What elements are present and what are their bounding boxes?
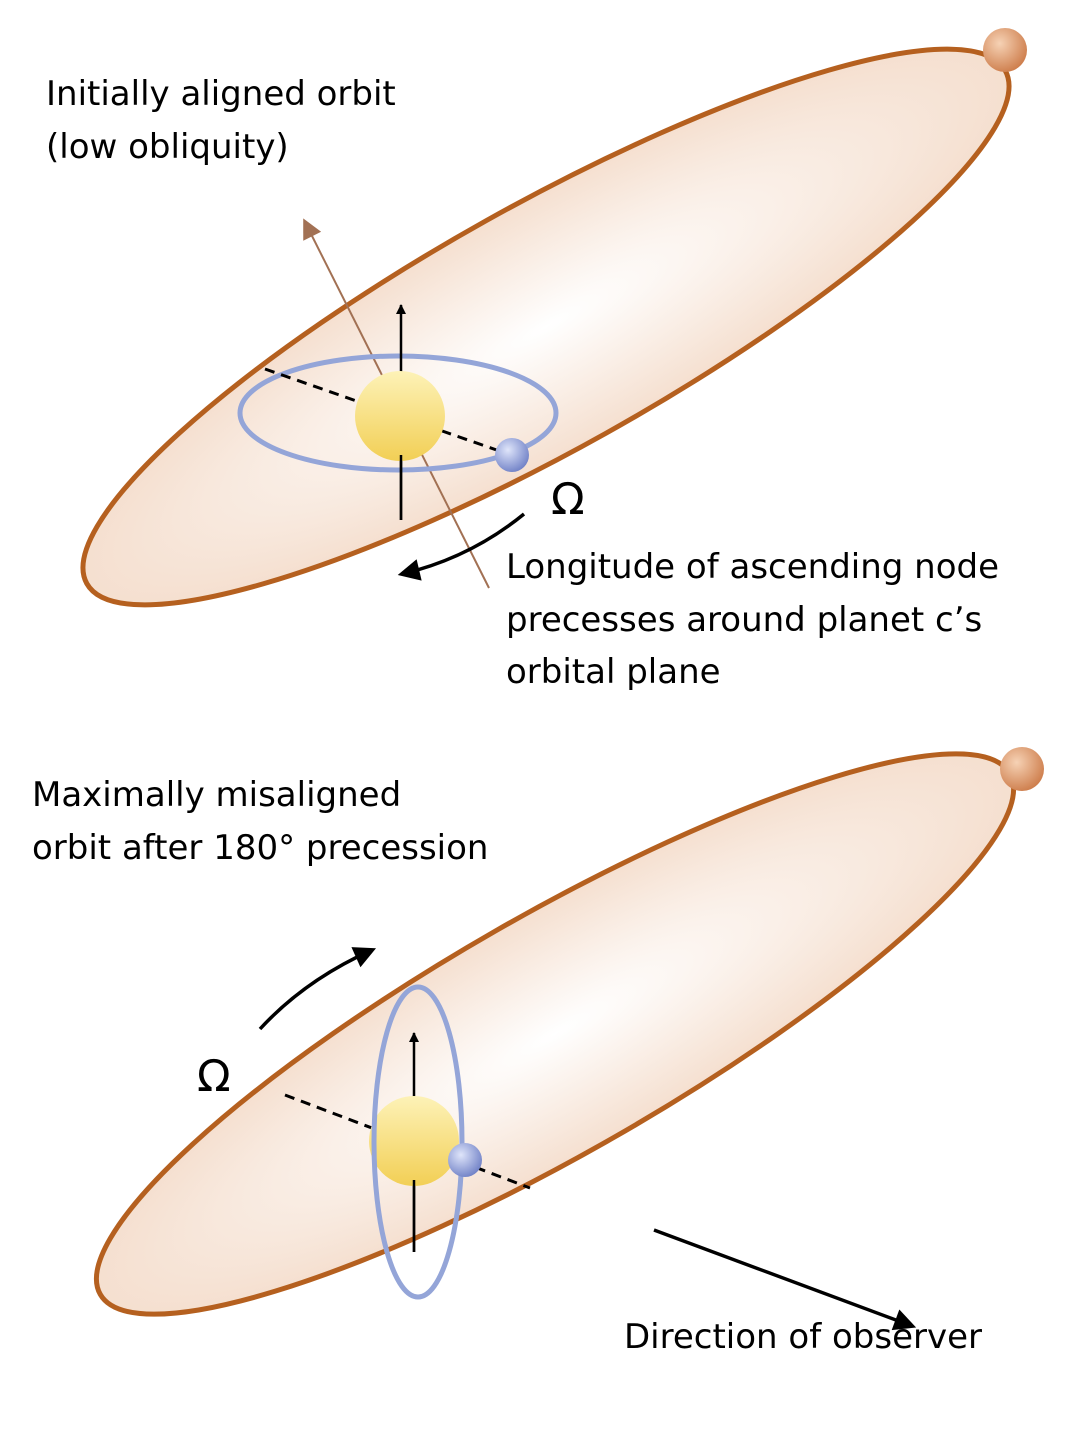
top-orbit-label-line-1: Initially aligned orbit <box>46 74 396 114</box>
line-of-nodes-bottom <box>284 1093 531 1190</box>
panel-bottom <box>93 747 1044 1331</box>
bottom-orbit-label-line-2: orbit after 180° precession <box>32 827 489 868</box>
inner-planet-top <box>495 438 529 472</box>
omega-symbol-top: Ω <box>551 474 585 525</box>
precession-arrow-bottom <box>258 947 377 1031</box>
precession-arrow-top <box>397 512 526 581</box>
outer-planet-bottom <box>1000 747 1044 791</box>
inner-orbit-bottom <box>371 984 465 1300</box>
inner-orbit-top <box>237 353 559 473</box>
bottom-orbit-label: Maximally misaligned orbit after 180° pr… <box>32 769 488 874</box>
bottom-orbit-label-line-1: Maximally misaligned <box>32 775 402 815</box>
top-orbit-label: Initially aligned orbit (low obliquity) <box>46 68 396 173</box>
top-orbit-label-line-2: (low obliquity) <box>46 126 289 167</box>
observer-direction-label: Direction of observer <box>624 1317 982 1357</box>
node-precession-note-line-3: orbital plane <box>506 652 721 693</box>
inner-planet-bottom <box>448 1143 482 1177</box>
omega-symbol-bottom: Ω <box>197 1051 231 1102</box>
outer-planet-top <box>983 28 1027 72</box>
panel-top <box>80 28 1027 608</box>
node-precession-note-line-2: precesses around planet c’s <box>506 599 983 640</box>
node-precession-note: Longitude of ascending node precesses ar… <box>506 541 999 699</box>
node-precession-note-line-1: Longitude of ascending node <box>506 547 1000 587</box>
observer-direction-arrow <box>653 1228 917 1331</box>
star-top <box>355 371 445 461</box>
star-bottom <box>369 1096 459 1186</box>
